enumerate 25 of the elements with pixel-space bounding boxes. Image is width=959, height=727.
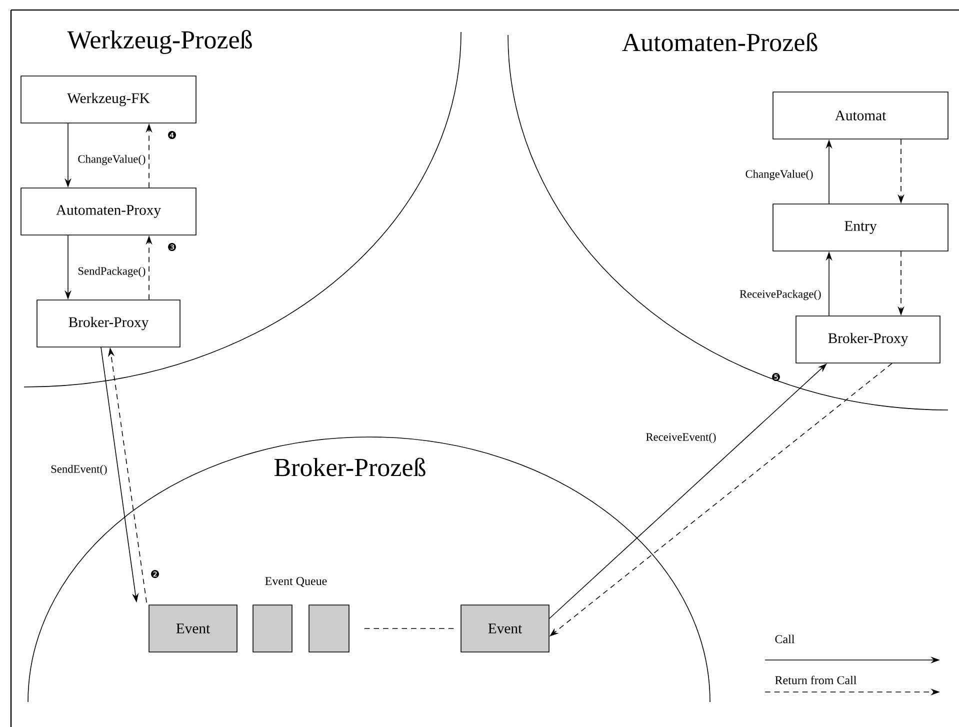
process-title: Werkzeug-Prozeß bbox=[67, 30, 252, 54]
process-box: Broker-Proxy bbox=[36, 300, 180, 348]
edge-label: ChangeValue() bbox=[744, 168, 815, 182]
process-title: Broker-Prozeß bbox=[274, 458, 426, 476]
edge-label: ChangeValue() bbox=[76, 154, 148, 166]
callout-number: ❺ bbox=[772, 373, 780, 381]
queue-box: Event bbox=[148, 604, 238, 652]
legend-text: Return from Call bbox=[775, 676, 856, 684]
process-box: Automat bbox=[772, 92, 948, 140]
queue-box: Event bbox=[460, 604, 550, 652]
process-box: Werkzeug-FK bbox=[20, 76, 196, 124]
callout-number: ❷ bbox=[151, 570, 159, 578]
dashed-line bbox=[364, 628, 454, 629]
edge-label: SendEvent() bbox=[49, 464, 109, 476]
edge-label: SendPackage() bbox=[76, 266, 148, 278]
queue-box bbox=[252, 604, 292, 652]
process-title: Automaten-Prozeß bbox=[622, 32, 818, 52]
legend-text: Call bbox=[775, 634, 794, 644]
edge-label: ReceiveEvent() bbox=[644, 432, 718, 444]
queue-box bbox=[308, 604, 350, 652]
edge-label: ReceivePackage() bbox=[738, 288, 823, 302]
process-box: Automaten-Proxy bbox=[20, 188, 196, 236]
process-box: Broker-Proxy bbox=[796, 316, 940, 364]
process-box: Entry bbox=[772, 204, 948, 252]
queue-label: Event Queue bbox=[265, 577, 327, 587]
